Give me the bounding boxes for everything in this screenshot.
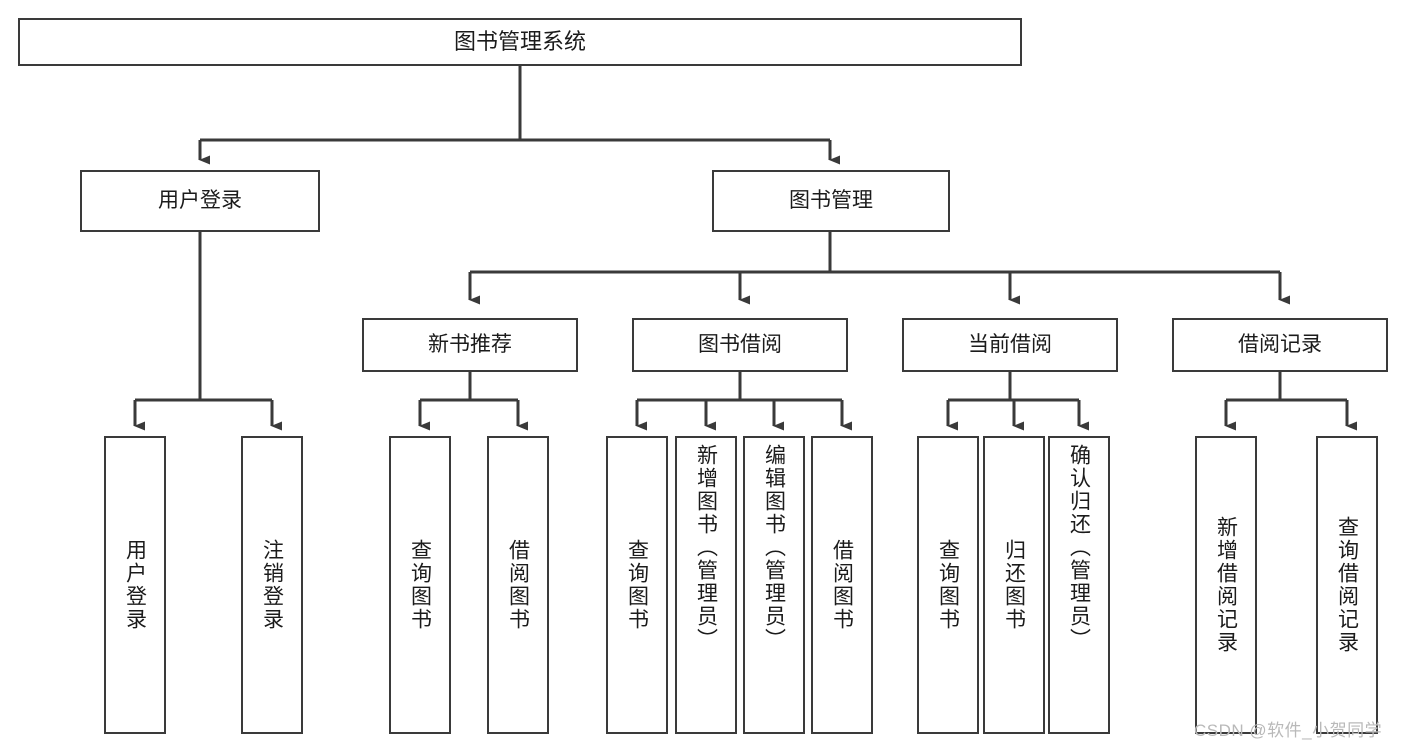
node-leaf-confirm-return[interactable]: 确认归还（管理员） bbox=[1048, 436, 1110, 734]
node-label: 图书管理系统 bbox=[453, 29, 586, 55]
node-label: 注销登录 bbox=[260, 539, 284, 631]
node-label: 新增借阅记录 bbox=[1214, 516, 1238, 654]
node-label: 用户登录 bbox=[158, 188, 242, 212]
node-leaf-edit-book[interactable]: 编辑图书（管理员） bbox=[743, 436, 805, 734]
node-current-borrow[interactable]: 当前借阅 bbox=[902, 318, 1118, 372]
node-label: 查询借阅记录 bbox=[1335, 516, 1359, 654]
node-label: 借阅图书 bbox=[830, 539, 854, 631]
node-label: 图书借阅 bbox=[698, 332, 782, 356]
node-leaf-query-book-recommend[interactable]: 查询图书 bbox=[389, 436, 451, 734]
node-leaf-user-login[interactable]: 用户登录 bbox=[104, 436, 166, 734]
node-label: 查询图书 bbox=[936, 539, 960, 631]
node-user-login[interactable]: 用户登录 bbox=[80, 170, 320, 232]
node-label: 归还图书 bbox=[1002, 539, 1026, 631]
node-label: 编辑图书（管理员） bbox=[762, 444, 786, 651]
node-leaf-return-book[interactable]: 归还图书 bbox=[983, 436, 1045, 734]
node-leaf-add-borrow-record[interactable]: 新增借阅记录 bbox=[1195, 436, 1257, 734]
node-label: 新增图书（管理员） bbox=[694, 444, 718, 651]
csdn-watermark: CSDN @软件_小贺同学 bbox=[1194, 721, 1383, 740]
node-label: 确认归还（管理员） bbox=[1067, 444, 1091, 651]
node-label: 图书管理 bbox=[789, 188, 873, 212]
node-label: 查询图书 bbox=[625, 539, 649, 631]
node-label: 借阅记录 bbox=[1238, 332, 1322, 356]
node-leaf-add-book[interactable]: 新增图书（管理员） bbox=[675, 436, 737, 734]
node-leaf-logout[interactable]: 注销登录 bbox=[241, 436, 303, 734]
node-leaf-borrow-book-recommend[interactable]: 借阅图书 bbox=[487, 436, 549, 734]
node-label: 借阅图书 bbox=[506, 539, 530, 631]
node-label: 当前借阅 bbox=[968, 332, 1052, 356]
node-leaf-query-book-borrow[interactable]: 查询图书 bbox=[606, 436, 668, 734]
node-book-manage[interactable]: 图书管理 bbox=[712, 170, 950, 232]
node-label: 新书推荐 bbox=[428, 332, 512, 356]
node-root-book-management-system[interactable]: 图书管理系统 bbox=[18, 18, 1022, 66]
node-borrow-record[interactable]: 借阅记录 bbox=[1172, 318, 1388, 372]
node-leaf-query-borrow-record[interactable]: 查询借阅记录 bbox=[1316, 436, 1378, 734]
node-leaf-borrow-book[interactable]: 借阅图书 bbox=[811, 436, 873, 734]
node-new-book-recommend[interactable]: 新书推荐 bbox=[362, 318, 578, 372]
node-leaf-query-book-current[interactable]: 查询图书 bbox=[917, 436, 979, 734]
node-label: 用户登录 bbox=[123, 539, 147, 631]
node-book-borrow[interactable]: 图书借阅 bbox=[632, 318, 848, 372]
node-label: 查询图书 bbox=[408, 539, 432, 631]
